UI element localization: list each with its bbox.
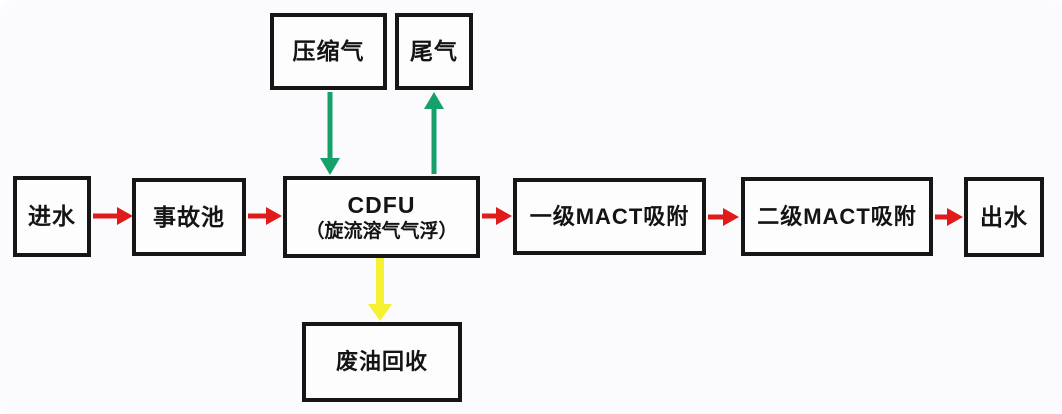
node-cdfu: CDFU （旋流溶气气浮）	[283, 176, 480, 258]
arrow-head	[947, 208, 963, 226]
node-accident-pool: 事故池	[132, 178, 246, 256]
node-inlet-water: 进水	[13, 176, 91, 257]
node-tail-gas-label: 尾气	[410, 38, 458, 65]
arrow-head	[723, 208, 739, 226]
node-accident-pool-label: 事故池	[153, 203, 225, 230]
arrow-mact1-to-mact2	[708, 208, 739, 226]
arrow-head	[320, 158, 340, 175]
node-cdfu-subtitle: （旋流溶气气浮）	[305, 220, 458, 242]
node-inlet-water-label: 进水	[28, 203, 76, 230]
arrow-cdfu-to-tail-gas	[424, 92, 444, 174]
node-mact-stage1: 一级MACT吸附	[513, 178, 706, 255]
arrow-head	[117, 207, 133, 225]
node-cdfu-title: CDFU	[347, 191, 416, 218]
node-compressed-gas-label: 压缩气	[292, 38, 365, 65]
node-mact-stage2: 二级MACT吸附	[741, 177, 933, 256]
arrow-mact2-to-outlet	[935, 208, 963, 226]
node-mact-stage1-label: 一级MACT吸附	[529, 203, 690, 229]
node-waste-oil-recovery: 废油回收	[302, 322, 462, 402]
node-compressed-gas: 压缩气	[270, 13, 387, 90]
arrow-cdfu-to-waste-oil	[368, 258, 392, 321]
node-waste-oil-recovery-label: 废油回收	[335, 349, 428, 375]
arrow-head	[266, 207, 282, 225]
arrow-head	[368, 304, 392, 321]
node-mact-stage2-label: 二级MACT吸附	[757, 203, 917, 229]
arrow-compressed-gas-to-cdfu	[320, 92, 340, 175]
arrow-head	[424, 92, 444, 109]
arrow-head	[496, 207, 512, 225]
node-outlet-water-label: 出水	[980, 203, 1028, 230]
node-outlet-water: 出水	[964, 177, 1044, 257]
arrow-cdfu-to-mact1	[482, 207, 512, 225]
node-tail-gas: 尾气	[395, 13, 473, 90]
arrow-accident-pool-to-cdfu	[248, 207, 282, 225]
arrow-inlet-to-accident-pool	[93, 207, 133, 225]
